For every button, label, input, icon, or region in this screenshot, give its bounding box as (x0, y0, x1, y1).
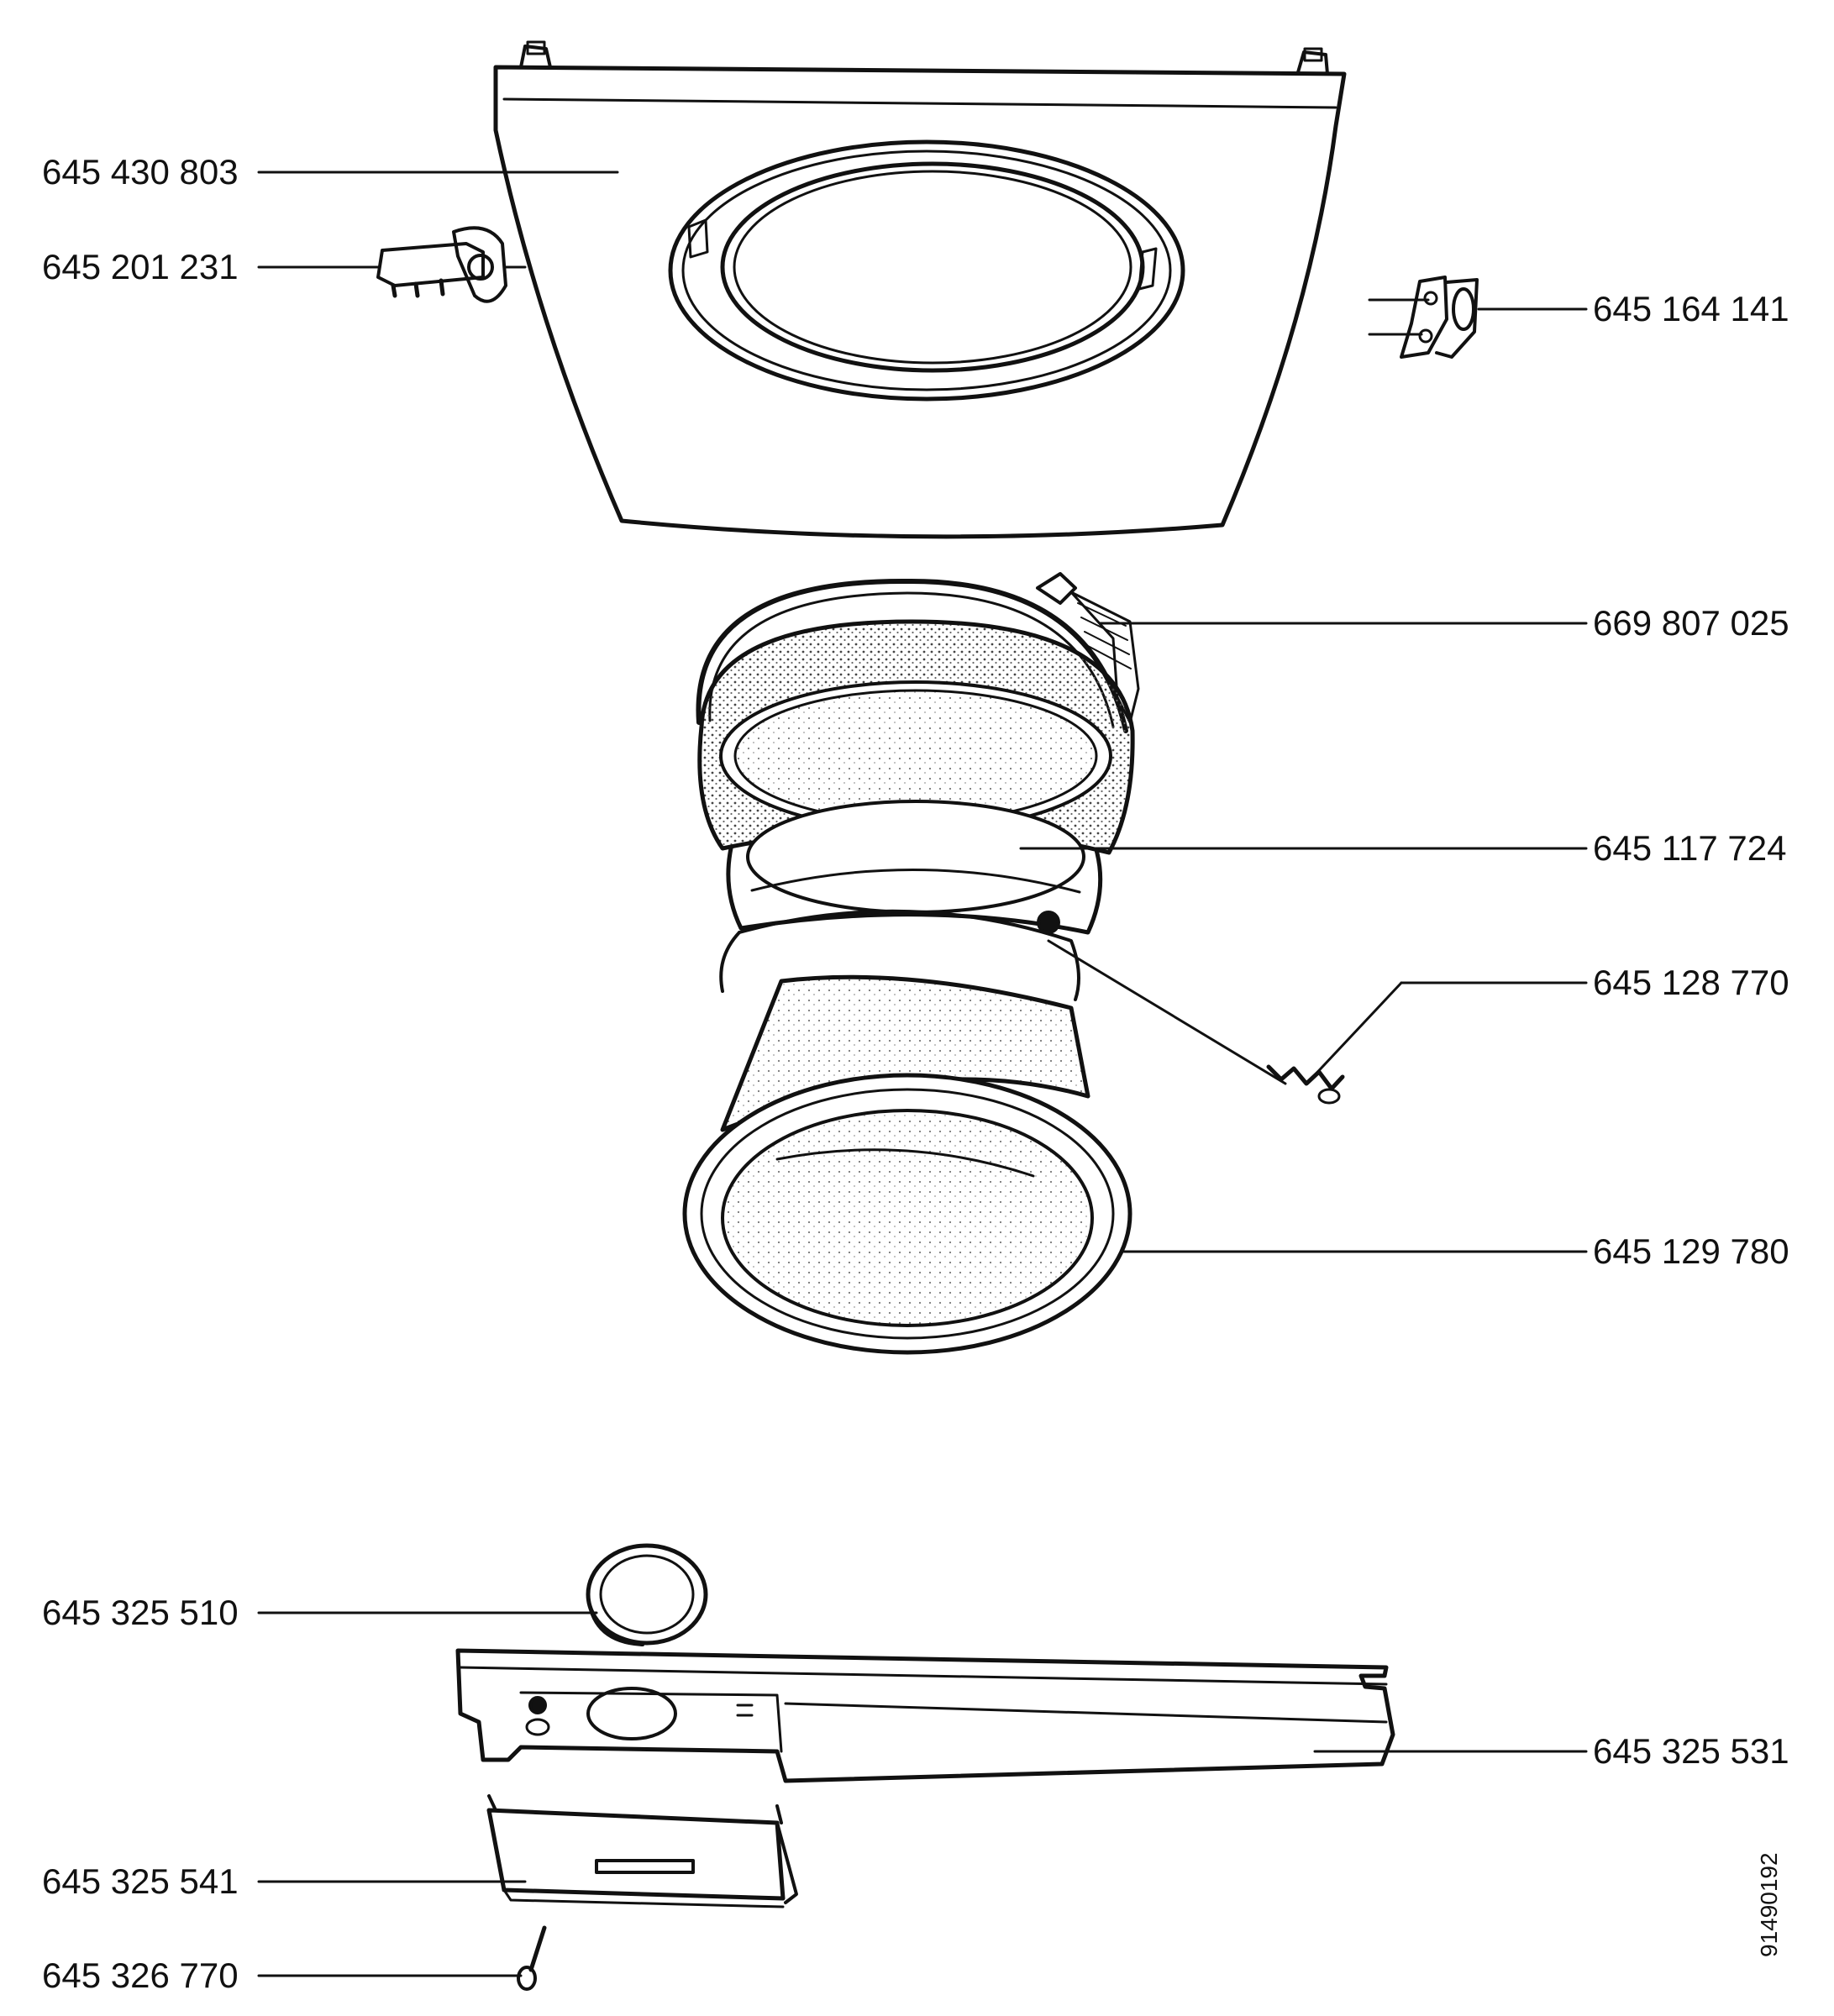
front-panel-part (493, 40, 1347, 539)
part-label-hinge: 645 164 141 (1593, 289, 1789, 328)
door-lock-part (376, 226, 527, 303)
control-panel-part (455, 1648, 1395, 1783)
hinge-part (1368, 276, 1479, 359)
part-label-pin: 645 326 770 (42, 1956, 239, 1995)
knob-part (586, 1543, 708, 1646)
part-label-door-lock: 645 201 231 (42, 247, 239, 286)
part-label-door-seal: 645 117 724 (1593, 828, 1787, 868)
door-bowl-part (682, 974, 1132, 1355)
clamp-band-part (696, 572, 1140, 733)
part-label-clamp-band: 669 807 025 (1593, 603, 1789, 643)
dispenser-drawer-part (486, 1794, 798, 1908)
part-label-dispenser-drawer: 645 325 541 (42, 1861, 239, 1901)
part-label-door-bowl: 645 129 780 (1593, 1231, 1789, 1271)
part-label-knob: 645 325 510 (42, 1593, 239, 1632)
leader-lines (257, 171, 1588, 1977)
part-label-spring: 645 128 770 (1593, 963, 1789, 1002)
part-label-control-panel: 645 325 531 (1593, 1731, 1789, 1771)
spring-part (719, 909, 1345, 1105)
pin-part (517, 1925, 547, 1991)
drawing-number: 91490192 (1756, 1852, 1782, 1957)
part-label-front-panel: 645 430 803 (42, 152, 239, 192)
door-seal-part (697, 619, 1135, 935)
